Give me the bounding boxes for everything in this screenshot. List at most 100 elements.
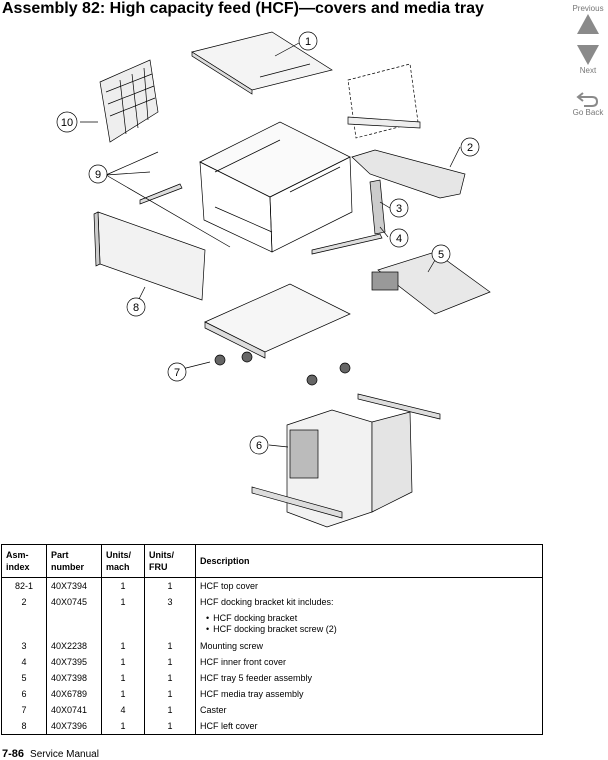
cell-desc: HCF top cover — [195, 577, 543, 594]
cell-asm: 4 — [1, 654, 47, 670]
hcf-docking-bracket — [351, 149, 466, 235]
cell-part: 40X7395 — [46, 654, 102, 670]
svg-text:9: 9 — [95, 169, 101, 181]
previous-button[interactable]: Previous — [568, 4, 608, 35]
svg-text:2: 2 — [467, 142, 473, 154]
callout-10: 10 — [56, 111, 78, 133]
hcf-base-plate — [204, 283, 351, 359]
cell-fru: 1 — [144, 702, 196, 718]
cell-desc: Mounting screw — [195, 638, 543, 654]
cell-mach: 1 — [101, 594, 145, 610]
up-arrow-icon — [577, 14, 599, 34]
hcf-frame — [199, 121, 353, 253]
previous-label: Previous — [572, 4, 604, 13]
casters — [214, 351, 351, 386]
go-back-button[interactable]: Go Back — [568, 90, 608, 117]
cell-part: 40X7396 — [46, 718, 102, 735]
cell-desc: HCF inner front cover — [195, 654, 543, 670]
svg-text:8: 8 — [133, 302, 139, 314]
cell-mach — [101, 610, 145, 638]
cell-mach: 1 — [101, 577, 145, 594]
page-number: 7-86 — [2, 748, 25, 760]
cell-asm — [1, 610, 47, 638]
cell-asm: 3 — [1, 638, 47, 654]
callout-5: 5 — [431, 244, 451, 264]
bullet-list: HCF docking bracket HCF docking bracket … — [200, 613, 538, 635]
cell-asm: 2 — [1, 594, 47, 610]
exploded-diagram: 1 2 3 4 5 6 7 8 9 10 — [56, 31, 491, 528]
svg-text:5: 5 — [438, 249, 444, 261]
header-asm-index: Asm- index — [1, 544, 47, 578]
callout-6: 6 — [249, 435, 269, 455]
hcf-rear-cover — [99, 59, 159, 143]
footer-text: Service Manual — [30, 749, 99, 760]
header-part-number: Part number — [46, 544, 102, 578]
hcf-media-tray — [286, 409, 413, 528]
callout-9: 9 — [88, 164, 108, 184]
cell-mach: 1 — [101, 654, 145, 670]
cell-mach: 1 — [101, 638, 145, 654]
cell-desc: HCF docking bracket HCF docking bracket … — [195, 610, 543, 638]
cell-desc: HCF media tray assembly — [195, 686, 543, 702]
page-title: Assembly 82: High capacity feed (HCF)—co… — [2, 0, 484, 17]
cell-fru: 1 — [144, 718, 196, 735]
callout-8: 8 — [126, 297, 146, 317]
svg-text:7: 7 — [174, 367, 180, 379]
cell-desc: HCF tray 5 feeder assembly — [195, 670, 543, 686]
cell-part: 40X6789 — [46, 686, 102, 702]
table-row: HCF docking bracket HCF docking bracket … — [1, 610, 543, 638]
cell-fru: 1 — [144, 577, 196, 594]
svg-text:6: 6 — [256, 440, 262, 452]
cell-asm: 82-1 — [1, 577, 47, 594]
page-footer: 7-86 Service Manual — [2, 748, 99, 760]
hcf-left-cover — [93, 211, 206, 301]
cell-part: 40X7398 — [46, 670, 102, 686]
header-units-mach: Units/ mach — [101, 544, 145, 578]
cell-part — [46, 610, 102, 638]
cell-fru: 1 — [144, 638, 196, 654]
tray-rails — [139, 183, 441, 519]
hcf-top-cover — [191, 31, 333, 95]
next-button[interactable]: Next — [568, 44, 608, 75]
cell-desc: HCF left cover — [195, 718, 543, 735]
bullet-item: HCF docking bracket screw (2) — [213, 624, 538, 635]
table-header-row: Asm- index Part number Units/ mach Units… — [1, 544, 543, 578]
svg-text:4: 4 — [396, 233, 402, 245]
next-label: Next — [579, 66, 597, 75]
callout-1: 1 — [298, 31, 318, 51]
parts-table: Asm- index Part number Units/ mach Units… — [1, 544, 543, 735]
header-description: Description — [195, 544, 543, 578]
callout-3: 3 — [389, 198, 409, 218]
callout-2: 2 — [460, 137, 480, 157]
svg-text:10: 10 — [61, 117, 73, 129]
cell-mach: 1 — [101, 718, 145, 735]
cell-part: 40X2238 — [46, 638, 102, 654]
cell-part: 40X0741 — [46, 702, 102, 718]
cell-mach: 4 — [101, 702, 145, 718]
bullet-item: HCF docking bracket — [213, 613, 538, 624]
hcf-tray-5-feeder — [371, 251, 491, 315]
cell-part: 40X7394 — [46, 577, 102, 594]
go-back-icon — [576, 92, 599, 107]
cell-mach: 1 — [101, 686, 145, 702]
cell-mach: 1 — [101, 670, 145, 686]
cell-asm: 5 — [1, 670, 47, 686]
cell-part: 40X0745 — [46, 594, 102, 610]
header-units-fru: Units/ FRU — [144, 544, 196, 578]
down-arrow-icon — [577, 45, 599, 65]
cell-asm: 6 — [1, 686, 47, 702]
callout-4: 4 — [389, 228, 409, 248]
cell-fru: 1 — [144, 686, 196, 702]
cell-fru: 3 — [144, 594, 196, 610]
cell-fru — [144, 610, 196, 638]
cell-desc: Caster — [195, 702, 543, 718]
cell-asm: 8 — [1, 718, 47, 735]
